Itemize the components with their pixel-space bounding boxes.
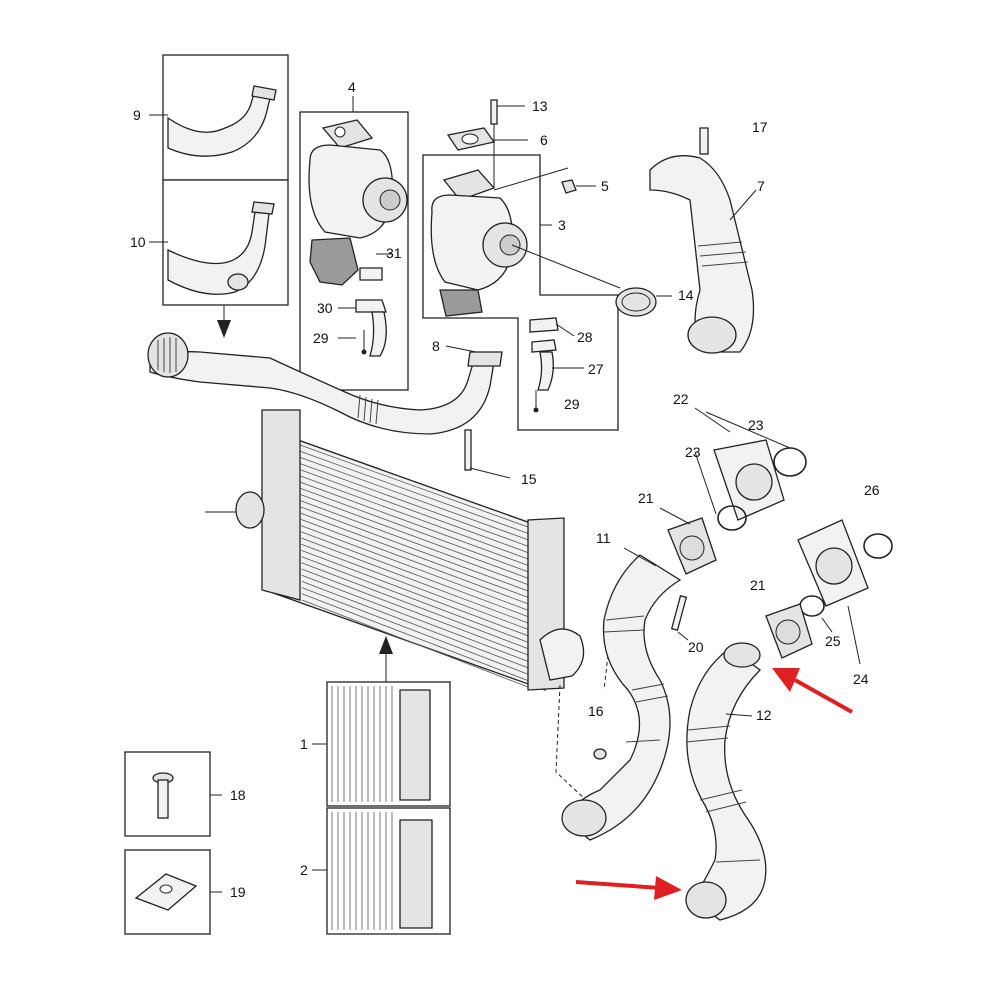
- hose-7: [615, 127, 757, 354]
- callout-12: 12: [756, 707, 772, 723]
- highlight-arrow-lower: [575, 876, 682, 900]
- highlight-arrow-upper: [772, 668, 853, 714]
- callout-18: 18: [230, 787, 246, 803]
- callout-labels: 1 2 3 4 5 6 7 8 9 10 11 12 13 14 15 16 1…: [130, 79, 880, 900]
- callout-28: 28: [577, 329, 593, 345]
- callout-6: 6: [540, 132, 548, 148]
- callout-31: 31: [386, 245, 402, 261]
- callout-30: 30: [317, 300, 333, 316]
- callout-17: 17: [752, 119, 768, 135]
- intercooler: [205, 409, 609, 801]
- charge-air-pipe: [147, 332, 511, 479]
- callout-25: 25: [825, 633, 841, 649]
- callout-1: 1: [300, 736, 308, 752]
- callout-21-upper: 21: [638, 490, 654, 506]
- turbocharger-box-3: [422, 154, 621, 431]
- callout-5: 5: [601, 178, 609, 194]
- inset-hose-9-10: [149, 54, 289, 306]
- callout-15: 15: [521, 471, 537, 487]
- inset-arrow: [217, 305, 231, 338]
- callout-8: 8: [432, 338, 440, 354]
- callout-13: 13: [532, 98, 548, 114]
- callout-24: 24: [853, 671, 869, 687]
- callout-11: 11: [596, 530, 611, 546]
- hose-12: [685, 603, 813, 921]
- throttle-body-24-25-26: [797, 519, 893, 665]
- callout-7: 7: [757, 178, 765, 194]
- callout-16: 16: [588, 703, 604, 719]
- callout-29-box3: 29: [564, 396, 580, 412]
- throttle-body-22-23: [694, 407, 807, 531]
- inset-intercooler-1-2: [312, 681, 451, 935]
- callout-10: 10: [130, 234, 146, 250]
- callout-14: 14: [678, 287, 694, 303]
- callout-19: 19: [230, 884, 246, 900]
- callout-20: 20: [688, 639, 704, 655]
- callout-29-box4: 29: [313, 330, 329, 346]
- callout-22: 22: [673, 391, 689, 407]
- inset-fasteners-18-19: [124, 751, 222, 935]
- callout-23-left: 23: [685, 444, 701, 460]
- turbocharger-box-4: [299, 96, 409, 391]
- callout-26: 26: [864, 482, 880, 498]
- gasket-stud-nut: [446, 99, 596, 194]
- hose-11: [561, 507, 717, 841]
- callout-3: 3: [558, 217, 566, 233]
- callout-23-right: 23: [748, 417, 764, 433]
- callout-4: 4: [348, 79, 356, 95]
- callout-21-lower: 21: [750, 577, 766, 593]
- callout-27: 27: [588, 361, 604, 377]
- callout-2: 2: [300, 862, 308, 878]
- callout-9: 9: [133, 107, 141, 123]
